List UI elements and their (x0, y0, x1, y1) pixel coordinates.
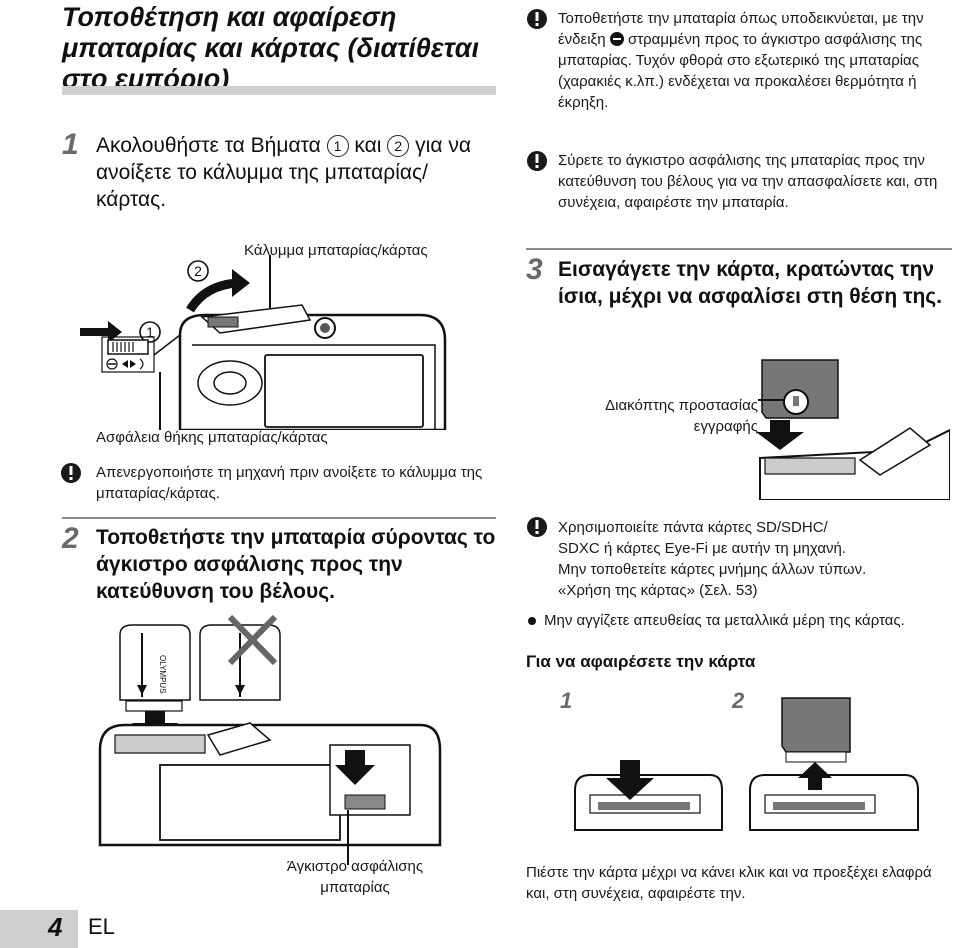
card-caution-line-4: «Χρήση της κάρτας» (Σελ. 53) (558, 582, 758, 599)
remove-step-2-number: 2 (732, 688, 745, 713)
step-1-caution: Απενεργοποιήστε τη μηχανή πριν ανοίξετε … (96, 464, 483, 502)
caution-icon (60, 462, 82, 484)
card-insertion-illustration (756, 359, 950, 500)
page-number: 4 (48, 912, 63, 942)
svg-text:2: 2 (194, 263, 202, 279)
bullet-icon (528, 617, 536, 626)
card-bullet: Μην αγγίζετε απευθείας τα μεταλλικά μέρη… (528, 610, 958, 631)
card-caution: Χρησιμοποιείτε πάντα κάρτες SD/SDHC/ SDX… (558, 517, 958, 601)
circle-number-1: 1 (326, 135, 349, 158)
battery-caution-2: Σύρετε το άγκιστρο ασφάλισης της μπαταρί… (558, 152, 938, 211)
step-1-text-before: Ακολουθήστε τα Βήματα (96, 134, 321, 157)
step-2-rule (62, 517, 496, 519)
svg-text:1: 1 (146, 324, 154, 340)
caution-icon (526, 516, 548, 538)
remove-card-caption: Πιέστε την κάρτα μέχρι να κάνει κλικ και… (526, 864, 932, 902)
step-2-number: 2 (62, 522, 79, 555)
caution-icon (526, 150, 548, 172)
step-3-rule (526, 248, 952, 250)
language-code: EL (88, 914, 115, 939)
section-title: Τοποθέτηση και αφαίρεση μπαταρίας και κά… (62, 2, 479, 94)
remove-step-1-number: 1 (560, 688, 573, 713)
battery-brand-label: OLYMPUS (158, 655, 167, 694)
write-protect-label: Διακόπτης προστασίας εγγραφής (605, 397, 758, 435)
cover-label: Κάλυμμα μπαταρίας/κάρτας (244, 242, 428, 259)
card-caution-line-1: Χρησιμοποιείτε πάντα κάρτες SD/SDHC/ (558, 519, 828, 536)
card-bullet-text: Μην αγγίζετε απευθείας τα μεταλλικά μέρη… (544, 612, 905, 629)
battery-caution-1-after: στραμμένη προς το άγκιστρο ασφάλισης της… (558, 31, 923, 111)
card-caution-line-3: Μην τοποθετείτε κάρτες μνήμης άλλων τύπω… (558, 561, 867, 578)
title-underline-bar (62, 86, 496, 95)
card-caution-line-2: SDXC ή κάρτες Eye-Fi με αυτήν τη μηχανή. (558, 540, 847, 557)
caution-icon (526, 8, 548, 30)
step-1-text-after: για να ανοίξετε το κάλυμμα της μπαταρίας… (96, 134, 471, 211)
step-1-text-and: και (354, 134, 382, 157)
remove-card-heading: Για να αφαιρέσετε την κάρτα (526, 652, 756, 671)
battery-caution-1: Τοποθετήστε την μπαταρία όπως υποδεικνύε… (558, 8, 948, 113)
latch-label: Άγκιστρο ασφάλισης μπαταρίας (286, 858, 424, 896)
step-1-text: Ακολουθήστε τα Βήματα 1 και 2 για να ανο… (96, 132, 496, 213)
step-2-text: Τοποθετήστε την μπαταρία σύροντας το άγκ… (96, 526, 496, 603)
battery-orientation-mark-icon (609, 32, 624, 46)
circle-number-2: 2 (387, 135, 410, 158)
card-removal-illustration (574, 697, 919, 831)
lock-label: Ασφάλεια θήκης μπαταρίας/κάρτας (96, 429, 328, 446)
battery-insertion-illustration: OLYMPUS (98, 615, 442, 865)
camera-battery-cover-illustration: 2 1 (80, 255, 447, 430)
step-1-number: 1 (62, 128, 79, 161)
step-3-number: 3 (526, 253, 543, 286)
battery-caution-1-before: Τοποθετήστε την μπαταρία όπως υποδεικνύε… (558, 10, 924, 48)
page-number-box (0, 910, 78, 948)
step-3-text: Εισαγάγετε την κάρτα, κρατώντας την ίσια… (558, 258, 943, 308)
